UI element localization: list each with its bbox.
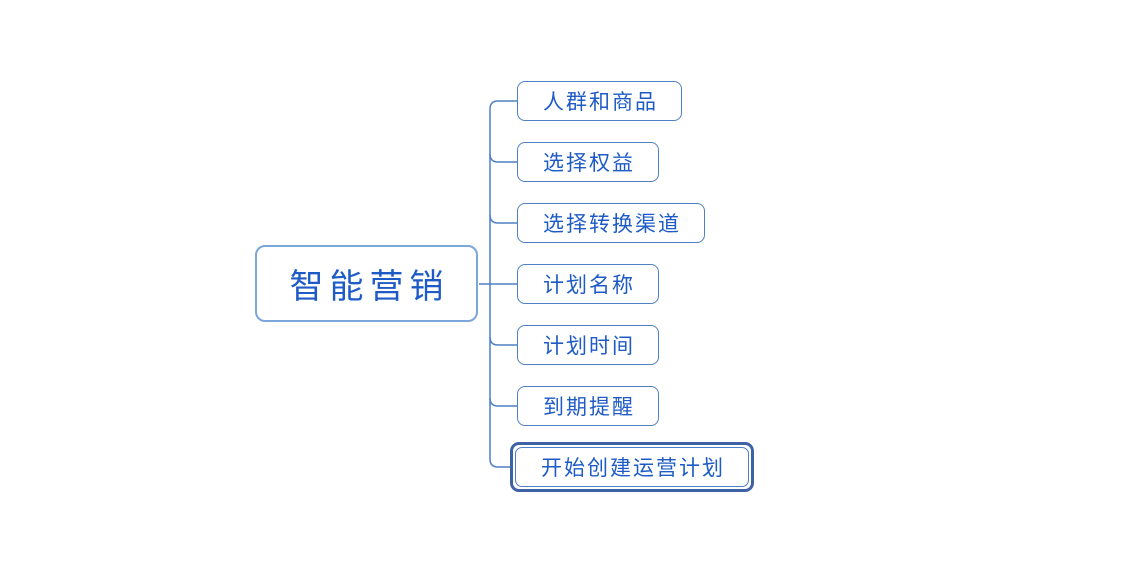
connector-branch-3 [489,214,518,224]
connector-branch-7 [489,458,512,468]
connector-branch-2 [489,153,518,163]
node-root-smart-marketing[interactable]: 智能营销 [255,245,478,322]
connector-branch-1 [489,100,518,110]
node-select-benefits[interactable]: 选择权益 [517,142,659,182]
connector-branch-6 [489,397,518,407]
selected-node-frame: 开始创建运营计划 [510,442,754,492]
node-plan-name[interactable]: 计划名称 [517,264,659,304]
connector-branch-5 [489,336,518,346]
node-audience-and-products[interactable]: 人群和商品 [517,81,682,121]
node-select-conversion-channel[interactable]: 选择转换渠道 [517,203,705,243]
node-expiry-reminder[interactable]: 到期提醒 [517,386,659,426]
node-start-create-operation-plan[interactable]: 开始创建运营计划 [515,447,749,487]
node-plan-time[interactable]: 计划时间 [517,325,659,365]
